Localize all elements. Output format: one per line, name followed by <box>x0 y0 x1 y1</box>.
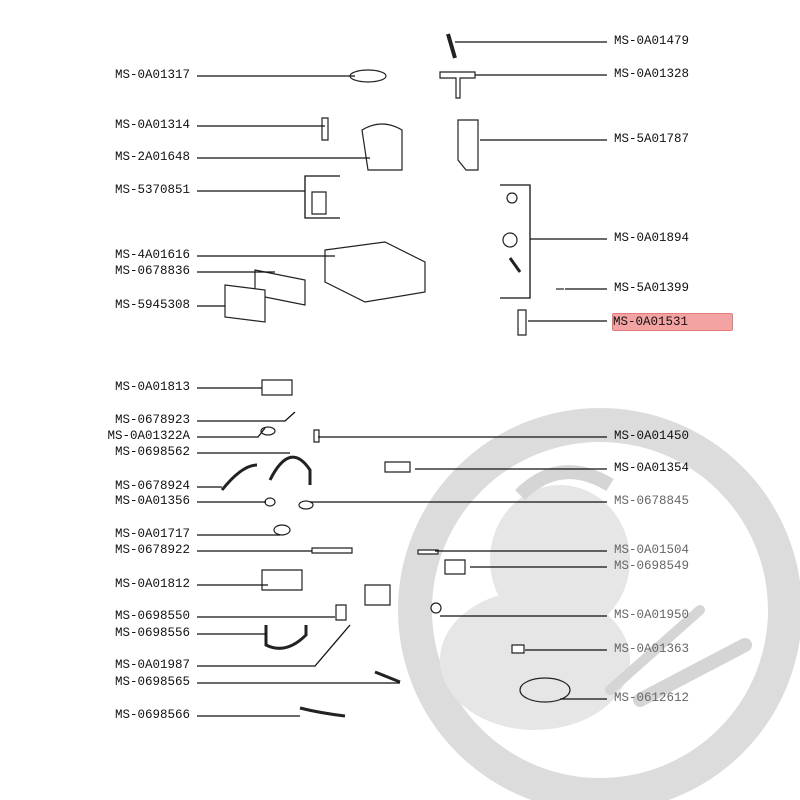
part-4A01616 <box>324 241 426 303</box>
part-0698566 <box>299 706 346 718</box>
part-label-ms-5a01787[interactable]: MS-5A01787 <box>614 132 690 146</box>
part-label-ms-0698562[interactable]: MS-0698562 <box>114 445 190 459</box>
part-label-ms-0a01987[interactable]: MS-0A01987 <box>114 658 190 672</box>
part-0698549 <box>444 559 466 575</box>
part-0A01894-b <box>502 232 518 248</box>
bracket-0A01894 <box>500 184 531 299</box>
part-label-ms-0a01314[interactable]: MS-0A01314 <box>114 118 190 132</box>
part-label-ms-5945308[interactable]: MS-5945308 <box>114 298 190 312</box>
part-0A01363 <box>511 644 525 654</box>
part-0698565 <box>374 670 401 684</box>
part-label-ms-0a01322a[interactable]: MS-0A01322A <box>107 429 190 443</box>
part-label-ms-5370851[interactable]: MS-5370851 <box>114 183 190 197</box>
part-label-ms-0678923[interactable]: MS-0678923 <box>114 413 190 427</box>
part-0A01894-a <box>506 192 518 204</box>
part-0A01328 <box>439 71 476 99</box>
part-label-ms-0a01479[interactable]: MS-0A01479 <box>614 34 690 48</box>
bracket-5370851 <box>304 175 340 219</box>
part-label-ms-0a01328[interactable]: MS-0A01328 <box>614 67 690 81</box>
part-0A01317 <box>349 69 387 83</box>
part-label-ms-0a01950[interactable]: MS-0A01950 <box>614 608 690 622</box>
part-label-ms-0a01812[interactable]: MS-0A01812 <box>114 577 190 591</box>
part-0A01450 <box>313 429 320 443</box>
part-label-ms-0678845[interactable]: MS-0678845 <box>614 494 690 508</box>
part-label-ms-0698556[interactable]: MS-0698556 <box>114 626 190 640</box>
part-0678845 <box>298 500 314 510</box>
part-label-ms-0698566[interactable]: MS-0698566 <box>114 708 190 722</box>
part-label-ms-0678922[interactable]: MS-0678922 <box>114 543 190 557</box>
part-0698556 <box>264 625 308 650</box>
part-label-ms-2a01648[interactable]: MS-2A01648 <box>114 150 190 164</box>
part-label-ms-0a01356[interactable]: MS-0A01356 <box>114 494 190 508</box>
part-label-ms-0a01894[interactable]: MS-0A01894 <box>614 231 690 245</box>
part-0678922 <box>311 547 353 554</box>
leader-line-ms-0a01987 <box>197 624 351 667</box>
part-label-ms-0698565[interactable]: MS-0698565 <box>114 675 190 689</box>
part-label-ms-4a01616[interactable]: MS-4A01616 <box>114 248 190 262</box>
part-0698562 <box>268 455 312 485</box>
part-label-ms-0a01450[interactable]: MS-0A01450 <box>614 429 690 443</box>
part-0612612 <box>519 677 571 703</box>
part-label-ms-0a01363[interactable]: MS-0A01363 <box>614 642 690 656</box>
part-0A01479 <box>446 33 457 59</box>
part-0698550 <box>335 604 347 621</box>
leader-line-ms-0a01322a <box>197 427 266 438</box>
part-0A01812 <box>261 569 303 591</box>
part-5A01787 <box>457 119 479 171</box>
part-0A01531 <box>517 309 527 336</box>
part-0A01717 <box>273 524 291 536</box>
part-label-ms-0678924[interactable]: MS-0678924 <box>114 479 190 493</box>
part-label-ms-0698550[interactable]: MS-0698550 <box>114 609 190 623</box>
part-0A01356 <box>264 497 276 507</box>
part-0A01894-c <box>508 257 522 273</box>
part-5370851 <box>311 191 327 215</box>
part-label-ms-0a01717[interactable]: MS-0A01717 <box>114 527 190 541</box>
part-label-ms-0a01531[interactable]: MS-0A01531 <box>612 313 734 331</box>
part-label-ms-0a01813[interactable]: MS-0A01813 <box>114 380 190 394</box>
part-label-ms-0a01504[interactable]: MS-0A01504 <box>614 543 690 557</box>
part-label-ms-0612612[interactable]: MS-0612612 <box>614 691 690 705</box>
part-label-ms-0a01317[interactable]: MS-0A01317 <box>114 68 190 82</box>
part-0678836 <box>254 269 306 306</box>
part-0A01813 <box>261 379 293 396</box>
part-label-ms-5a01399[interactable]: MS-5A01399 <box>614 281 690 295</box>
part-0A01354 <box>384 461 411 473</box>
part-0A01987 <box>364 584 391 606</box>
part-label-ms-0678836[interactable]: MS-0678836 <box>114 264 190 278</box>
leader-line-ms-0678923 <box>197 411 296 422</box>
part-0A01950 <box>430 602 442 614</box>
part-2A01648 <box>361 123 403 171</box>
part-0A01314 <box>321 117 329 141</box>
part-label-ms-0698549[interactable]: MS-0698549 <box>614 559 690 573</box>
part-label-ms-0a01354[interactable]: MS-0A01354 <box>614 461 690 475</box>
part-0A01504 <box>417 549 439 555</box>
part-0678924 <box>220 463 258 491</box>
part-5945308 <box>224 284 266 323</box>
